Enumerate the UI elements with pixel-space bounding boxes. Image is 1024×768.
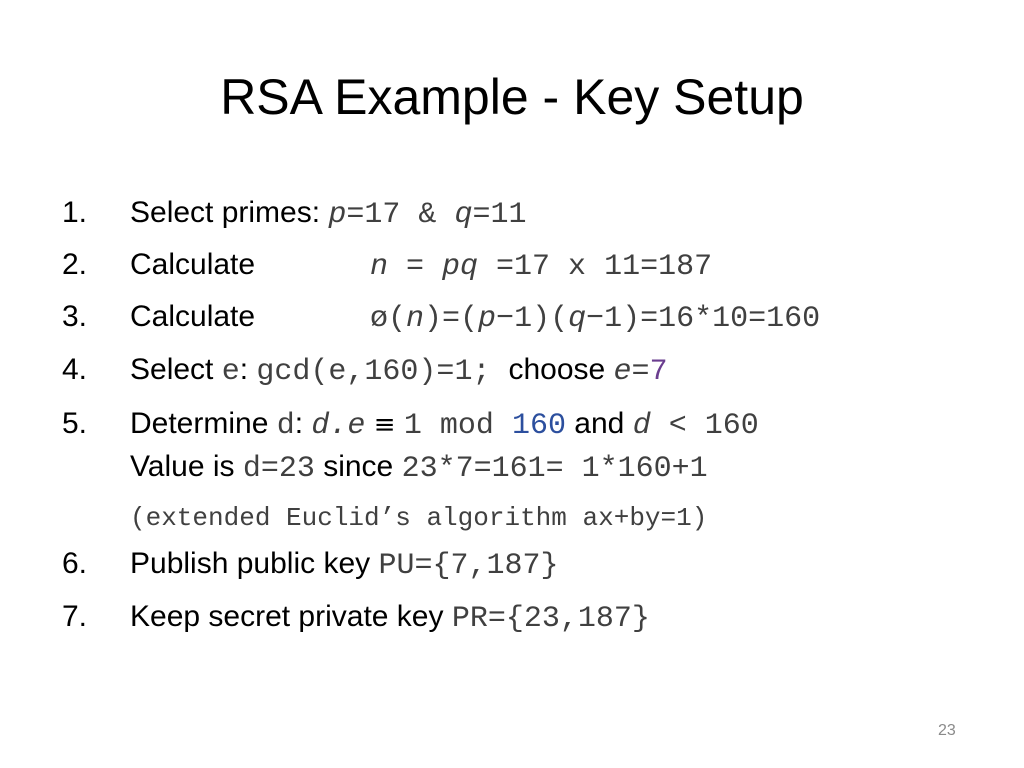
congruence-symbol: ≡: [373, 410, 396, 440]
value-label: Value is: [130, 450, 243, 483]
item-label: Select primes:: [130, 196, 329, 229]
list-number: 1.: [62, 196, 88, 229]
d-value: d=23: [242, 452, 315, 486]
gcd-expression: gcd(e,160)=1;: [256, 355, 509, 389]
de-expression: d.e: [311, 409, 366, 443]
item-label: Publish public key: [130, 547, 379, 580]
slide-title: RSA Example - Key Setup: [220, 69, 804, 125]
item-label: Calculate: [130, 248, 256, 281]
list-number: 3.: [62, 300, 88, 333]
item-label: Select: [130, 353, 222, 386]
formula-n: n = pq =17 x 11=187: [370, 250, 713, 284]
choose-label: choose: [508, 353, 614, 386]
modulus-value: 160: [511, 409, 566, 443]
private-key: PR={23,187}: [451, 602, 650, 636]
var-e: e: [221, 355, 240, 389]
e-value: 7: [649, 355, 668, 389]
var-p: p: [328, 198, 347, 232]
list-number: 2.: [62, 248, 88, 281]
euclid-note: (extended Euclid’s algorithm ax+by=1): [130, 503, 708, 533]
list-number: 6.: [62, 547, 88, 580]
value-q: =11: [472, 198, 527, 232]
list-number: 4.: [62, 353, 88, 386]
var-e-italic: e: [613, 355, 632, 389]
public-key: PU={7,187}: [378, 549, 559, 583]
page-number: 23: [938, 722, 956, 739]
list-number: 5.: [62, 407, 88, 440]
item-label: Calculate: [130, 300, 256, 333]
value-p: =17 &: [346, 198, 455, 232]
formula-phi: ø(n)=(p−1)(q−1)=16*10=160: [370, 302, 821, 336]
item-label: Determine: [130, 407, 277, 440]
var-d: d: [276, 409, 295, 443]
item-label: Keep secret private key: [130, 600, 452, 633]
var-q: q: [454, 198, 473, 232]
list-number: 7.: [62, 600, 88, 633]
verification-calc: 23*7=161= 1*160+1: [401, 452, 708, 486]
